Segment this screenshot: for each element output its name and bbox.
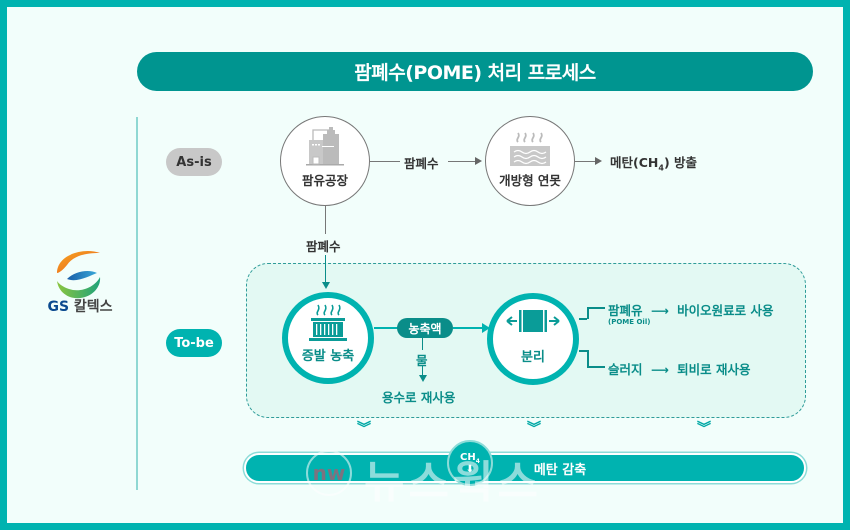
edge-label-pome: 팜폐수 [404, 156, 439, 171]
arrow-right-icon: ⟶ [650, 303, 669, 318]
output-sub-label: (POME Oil) [608, 318, 651, 326]
ch4-subscript: 4 [475, 457, 480, 465]
logo-name: 칼텍스 [73, 299, 113, 315]
edge-line [325, 255, 327, 282]
edge-line [587, 366, 605, 368]
open-pond-node: 개방형 연못 [485, 116, 575, 206]
methane-subscript: 4 [658, 163, 664, 173]
methane-reduction-label: 메탄 감축 [533, 462, 587, 478]
water-reuse-label: 용수로 재사용 [382, 390, 456, 405]
node-label: 분리 [521, 350, 545, 365]
edge-line [587, 307, 605, 309]
separator-icon [506, 310, 560, 332]
as-is-badge: As-is [166, 148, 222, 176]
arrow-down-icon [322, 282, 330, 289]
arrow-right-icon [475, 157, 482, 165]
concentrate-badge: 농축액 [397, 318, 453, 338]
edge-line [448, 161, 476, 163]
logo-text: GS 칼텍스 [40, 296, 120, 316]
arrow-right-icon [595, 157, 602, 165]
ch4-cloud-icon: CH4 ⬇ [447, 440, 493, 486]
edge-line [579, 318, 587, 320]
edge-label-pome-down: 팜폐수 [306, 239, 341, 254]
methane-reduction-bar: 메탄 감축 [244, 453, 806, 483]
chevron-double-down-icon: ︾ [697, 421, 711, 437]
output-name: 슬러지 [608, 362, 643, 377]
edge-line [374, 327, 398, 329]
edge-line [325, 206, 327, 234]
arrow-right-icon: ⟶ [650, 362, 669, 377]
output-pome-oil: 팜폐유 ⟶ 바이오원료로 사용 [608, 300, 774, 319]
node-label: 증발 농축 [301, 349, 355, 364]
ch4-text: CH [460, 451, 476, 463]
methane-text-tail: ) 방출 [663, 155, 698, 170]
evaporator-icon [309, 304, 347, 341]
edge-line [422, 338, 424, 350]
chevron-double-down-icon: ︾ [527, 421, 541, 437]
edge-line [422, 366, 424, 376]
factory-icon [306, 127, 344, 166]
node-label: 개방형 연못 [499, 173, 561, 188]
palm-oil-mill-node: 팜유공장 [280, 116, 370, 206]
chevron-double-down-icon: ︾ [357, 421, 371, 437]
edge-line [370, 161, 400, 163]
arrow-down-icon [419, 375, 427, 382]
arrow-right-icon [482, 323, 490, 333]
to-be-badge: To-be [166, 329, 222, 357]
output-name: 팜폐유 [608, 303, 643, 318]
edge-line [587, 350, 589, 367]
edge-line [453, 327, 483, 329]
page-title: 팜폐수(POME) 처리 프로세스 [137, 52, 813, 91]
gs-caltex-logo-icon [57, 251, 101, 299]
logo-brand: GS [47, 299, 70, 315]
open-pond-icon [510, 132, 550, 166]
output-result: 바이오원료로 사용 [677, 303, 774, 318]
edge-line [579, 350, 587, 352]
methane-emission-label: 메탄(CH4) 방출 [610, 152, 697, 173]
separation-node: 분리 [487, 293, 579, 385]
methane-text: 메탄(CH [610, 155, 659, 170]
output-sludge: 슬러지 ⟶ 퇴비로 재사용 [608, 359, 751, 378]
output-result: 퇴비로 재사용 [677, 362, 751, 377]
node-label: 팜유공장 [301, 173, 348, 188]
edge-line [587, 307, 589, 319]
arrow-down-icon: ⬇ [465, 463, 475, 475]
water-label: 물 [416, 353, 428, 368]
evaporation-node: 증발 농축 [282, 292, 374, 384]
divider-line [136, 117, 138, 490]
edge-line [575, 161, 595, 163]
